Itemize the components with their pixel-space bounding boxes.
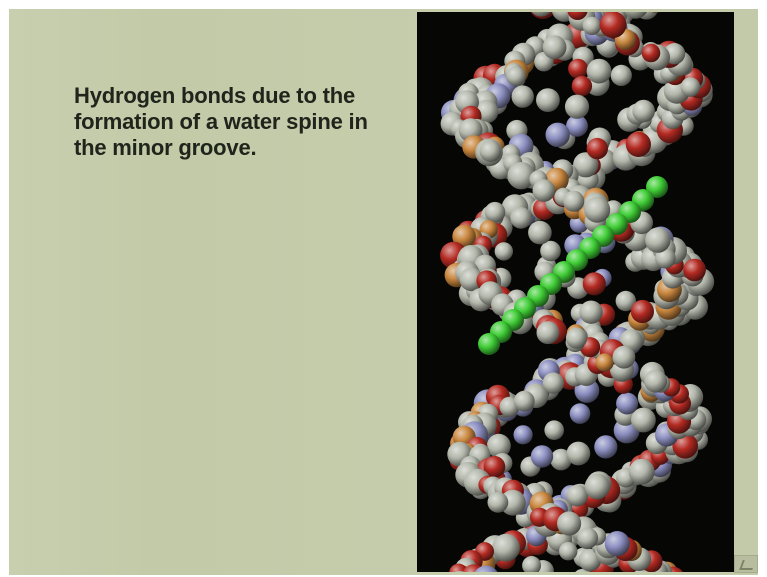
atom-sphere [579,300,603,324]
atom-sphere [459,267,484,292]
atom-sphere [566,441,591,466]
atom-sphere [644,369,668,393]
dna-model-image [417,12,734,572]
corner-mark-icon [734,555,758,573]
atom-sphere [615,290,636,312]
atom-sphere [632,99,655,123]
atom-sphere [487,491,509,513]
atom-sphere [522,556,542,572]
atom-sphere [616,392,639,415]
atom-sphere [610,64,632,86]
atom-sphere [532,179,556,202]
water-molecule [646,176,668,198]
atom-sphere [474,565,498,572]
atom-sphere [449,563,469,572]
atom-sphere [594,435,618,459]
atom-sphere [630,299,654,324]
atom-sphere [544,420,564,441]
atom-sphere [486,433,511,458]
atom-sphere [566,484,589,507]
atom-sphere [545,122,570,147]
atom-sphere [530,445,554,468]
atom-sphere [500,489,526,516]
atom-sphere [563,190,585,212]
atom-sphere [484,201,506,223]
slide-caption: Hydrogen bonds due to the formation of a… [74,83,368,160]
atom-sphere [577,527,599,549]
atom-sphere [612,345,636,369]
atom-sphere [528,220,552,245]
atom-sphere [595,353,614,372]
atom-sphere [540,240,561,262]
atom-sphere [568,58,588,79]
atom-sphere [557,511,582,536]
atom-sphere [571,75,593,97]
atom-sphere [582,16,601,36]
atom-sphere [536,88,560,112]
dna-space-filling-model [440,12,715,572]
water-molecule [478,333,500,355]
atom-sphere [494,242,513,261]
atom-sphere [483,455,506,478]
atom-sphere [599,12,627,38]
atom-sphere [584,196,611,223]
atom-sphere [564,94,590,119]
atom-sphere [511,85,534,108]
atom-sphere [582,272,606,296]
atom-sphere [573,152,599,178]
atom-sphere [628,458,655,485]
atom-sphere [645,227,671,253]
atom-sphere [569,403,591,424]
atom-sphere [680,77,701,97]
atom-sphere [672,433,698,459]
atom-sphere [641,43,661,63]
atom-sphere [506,66,526,86]
atom-sphere [566,115,588,137]
atom-sphere [454,571,465,572]
atom-sphere [542,35,567,60]
atom-sphere [559,542,578,561]
atom-sphere [536,321,560,345]
atom-sphere [631,407,656,433]
atom-sphere [567,12,588,20]
atom-sphere [624,12,647,19]
atom-sphere [586,58,612,84]
atom-sphere [513,425,533,445]
atom-sphere [604,531,630,557]
atom-sphere [531,12,551,17]
atom-sphere [492,533,520,562]
atom-sphere [565,327,588,349]
atom-sphere [586,137,608,160]
atom-sphere [542,372,564,394]
atom-sphere [655,247,676,269]
atom-sphere [625,131,651,157]
slide: Hydrogen bonds due to the formation of a… [9,9,758,575]
atom-sphere [513,390,535,412]
atom-sphere [452,224,476,249]
atom-sphere [479,140,502,162]
atom-sphere [651,12,661,13]
atom-sphere [683,258,706,282]
atom-sphere [550,448,572,471]
atom-sphere [510,207,532,229]
atom-sphere [584,473,611,500]
atom-sphere [507,162,535,190]
